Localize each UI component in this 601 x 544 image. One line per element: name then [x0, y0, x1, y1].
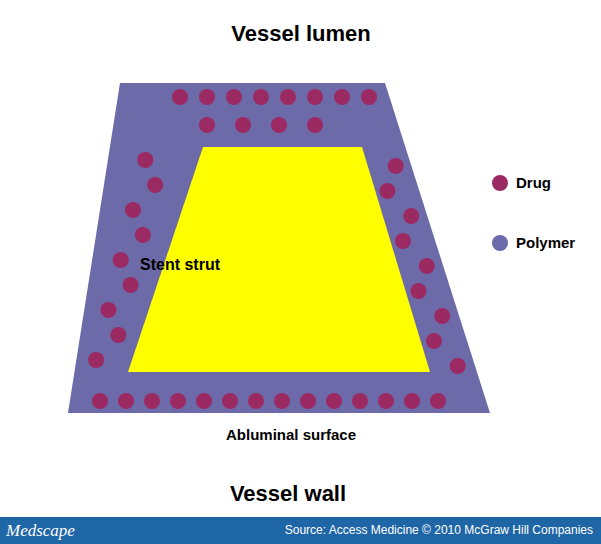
drug-dot: [226, 89, 242, 105]
drug-dot: [450, 358, 466, 374]
drug-dot: [135, 227, 151, 243]
drug-dot: [426, 333, 442, 349]
drug-dot: [92, 393, 108, 409]
drug-dot: [110, 327, 126, 343]
drug-dot: [434, 308, 450, 324]
source-note: Source: Access Medicine © 2010 McGraw Hi…: [285, 524, 593, 538]
drug-dot: [196, 393, 212, 409]
drug-dot: [280, 89, 296, 105]
region-label: Vessel wall: [230, 481, 346, 506]
drug-dot: [300, 393, 316, 409]
drug-dot: [113, 252, 129, 268]
drug-dot: [199, 117, 215, 133]
drug-dot: [88, 352, 104, 368]
legend-swatch: [492, 175, 508, 191]
footer-bar: [0, 517, 601, 544]
polymer-coating: [68, 83, 490, 413]
drug-dot: [222, 393, 238, 409]
drug-dot: [326, 393, 342, 409]
drug-dot: [144, 393, 160, 409]
drug-dot: [404, 393, 420, 409]
drug-dot: [352, 393, 368, 409]
strut-label: Stent strut: [140, 256, 220, 274]
legend-text: Drug: [516, 174, 551, 191]
drug-dot: [403, 208, 419, 224]
drug-dot: [378, 393, 394, 409]
drug-dot: [410, 283, 426, 299]
drug-dot: [248, 393, 264, 409]
drug-dot: [388, 158, 404, 174]
drug-dot: [199, 89, 215, 105]
drug-dot: [170, 393, 186, 409]
legend-text: Polymer: [516, 234, 575, 251]
drug-dot: [125, 202, 141, 218]
drug-dot: [235, 117, 251, 133]
drug-dot: [271, 117, 287, 133]
drug-dot: [430, 393, 446, 409]
drug-particles: [88, 89, 466, 409]
logo-text: Medscape: [6, 521, 75, 541]
drug-dot: [361, 89, 377, 105]
drug-dot: [137, 152, 153, 168]
surface-label: Abluminal surface: [226, 426, 356, 443]
drug-dot: [334, 89, 350, 105]
drug-dot: [274, 393, 290, 409]
drug-dot: [395, 233, 411, 249]
region-label: Vessel lumen: [231, 21, 370, 46]
drug-dot: [147, 177, 163, 193]
drug-dot: [307, 117, 323, 133]
stent-strut: Stent strut: [128, 147, 430, 372]
drug-dot: [118, 393, 134, 409]
drug-dot: [419, 258, 435, 274]
drug-dot: [123, 277, 139, 293]
drug-dot: [253, 89, 269, 105]
drug-dot: [379, 183, 395, 199]
strut-shape: [128, 147, 430, 372]
legend-swatch: [492, 235, 508, 251]
drug-dot: [307, 89, 323, 105]
drug-dot: [172, 89, 188, 105]
drug-dot: [100, 302, 116, 318]
